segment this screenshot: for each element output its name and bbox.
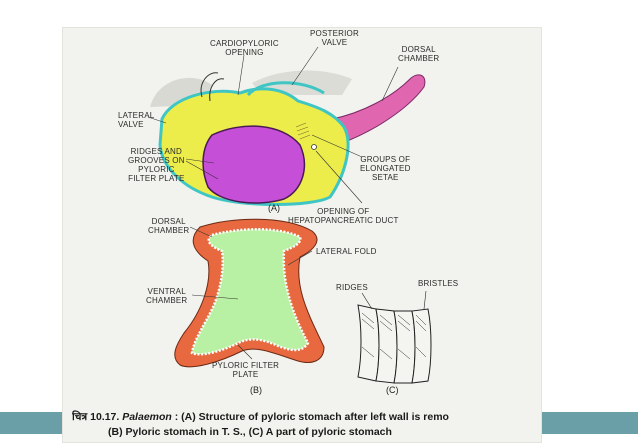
label-posterior-valve: POSTERIOR VALVE bbox=[310, 29, 359, 47]
ridges-leader bbox=[361, 292, 373, 310]
label-ventral-chamber: VENTRAL CHAMBER bbox=[146, 287, 188, 305]
posterior-valve bbox=[246, 81, 325, 97]
scanned-textbook-page: POSTERIOR VALVE CARDIOPYLORIC OPENING DO… bbox=[62, 27, 542, 443]
label-lateral-fold: LATERAL FOLD bbox=[316, 247, 377, 256]
ridge-1 bbox=[357, 304, 380, 382]
label-cardiopyloric-opening: CARDIOPYLORIC OPENING bbox=[210, 39, 279, 57]
ridge-3 bbox=[393, 310, 416, 384]
panel-a-drawing bbox=[147, 46, 426, 206]
bristles-leader bbox=[423, 290, 427, 310]
label-hepatopancreatic-opening: OPENING OF HEPATOPANCREATIC DUCT bbox=[288, 207, 399, 225]
label-ridges: RIDGES bbox=[336, 283, 368, 292]
diagram-drawing bbox=[147, 46, 432, 384]
panel-b-leader-lines bbox=[189, 226, 313, 360]
caption-line-1: चित्र 10.17. Palaemon : (A) Structure of… bbox=[72, 410, 542, 425]
ts-lumen bbox=[190, 228, 310, 356]
label-pyloric-filter-plate: PYLORIC FILTER PLATE bbox=[212, 361, 280, 379]
label-bristles: BRISTLES bbox=[418, 279, 459, 288]
label-ridges-grooves: RIDGES AND GROOVES ON PYLORIC FILTER PLA… bbox=[128, 147, 185, 183]
ridge-4 bbox=[411, 308, 432, 384]
stipple-top bbox=[252, 70, 352, 95]
dorsal-chamber-tube bbox=[331, 74, 426, 144]
valve-flap-2 bbox=[209, 78, 225, 102]
panel-a-leader-lines bbox=[147, 46, 399, 204]
label-groups-of-setae: GROUPS OF ELONGATED SETAE bbox=[360, 155, 411, 182]
panel-c-tag: (C) bbox=[386, 385, 399, 395]
panel-a-tag: (A) bbox=[268, 203, 280, 213]
bristle-lines bbox=[361, 312, 427, 360]
figure-caption: चित्र 10.17. Palaemon : (A) Structure of… bbox=[72, 410, 542, 440]
hepatopancreatic-opening bbox=[311, 144, 317, 150]
caption-line-1-text: : (A) Structure of pyloric stomach after… bbox=[174, 411, 449, 423]
caption-genus: Palaemon bbox=[122, 411, 172, 423]
caption-line-2: (B) Pyloric stomach in T. S., (C) A part… bbox=[108, 426, 392, 438]
label-dorsal-chamber-b: DORSAL CHAMBER bbox=[148, 217, 190, 235]
valve-flap bbox=[200, 72, 219, 98]
panel-b-drawing bbox=[174, 218, 325, 368]
panel-b-tag: (B) bbox=[250, 385, 262, 395]
label-dorsal-chamber-a: DORSAL CHAMBER bbox=[398, 45, 440, 63]
setae-patch bbox=[295, 122, 311, 140]
caption-figure-number: चित्र 10.17. bbox=[72, 411, 120, 423]
panel-c-drawing bbox=[357, 290, 432, 384]
label-lateral-valve: LATERAL VALVE bbox=[118, 111, 155, 129]
pyloric-filter-plate bbox=[202, 125, 306, 204]
